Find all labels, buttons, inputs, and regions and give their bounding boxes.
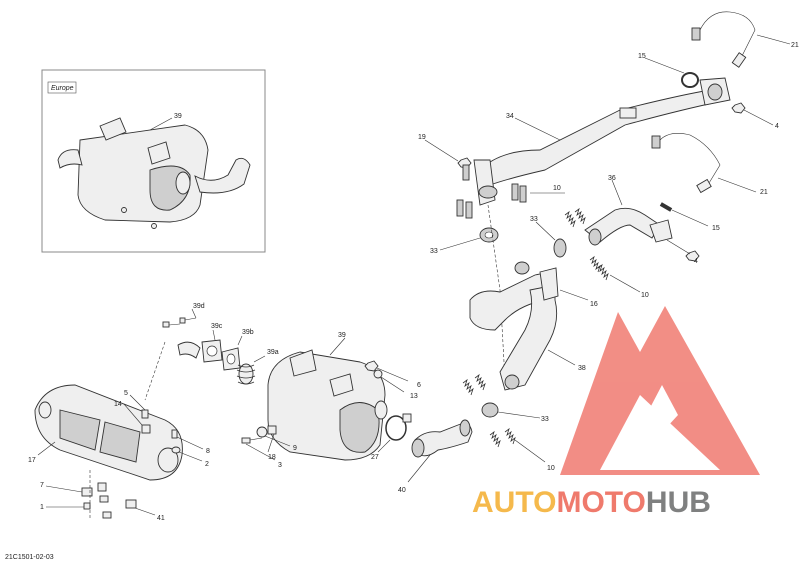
pipe-36: 36	[584, 175, 673, 246]
callout-39-inset: 39	[174, 113, 182, 120]
callout-17: 17	[28, 457, 36, 464]
nut-upper-right: 4	[731, 102, 779, 130]
bolt-39d: 39d	[162, 303, 205, 328]
callout-36: 36	[608, 175, 616, 182]
pipe-38-assembly: 16 38	[469, 261, 598, 391]
spring-coil-39a: 39a	[236, 349, 279, 385]
callout-16: 16	[590, 301, 598, 308]
bolt-3: 3	[241, 437, 282, 469]
inset-muffler	[57, 117, 251, 229]
washer-13: 13	[373, 369, 418, 400]
callout-13: 13	[410, 393, 418, 400]
callout-4-upper: 4	[775, 123, 779, 130]
nut-19: 19	[418, 134, 472, 169]
callout-7: 7	[40, 482, 44, 489]
gasket-33-upper: 33	[430, 227, 499, 255]
callout-38: 38	[578, 365, 586, 372]
nut-6: 6	[364, 360, 421, 389]
watermark-moto: MOTO	[556, 486, 645, 519]
assembly-centerline	[487, 204, 506, 381]
header-pipe: 34	[473, 77, 731, 206]
washer-2: 2	[171, 446, 209, 468]
callout-15-lower: 15	[712, 225, 720, 232]
bolt-1: 1	[40, 502, 91, 511]
bracket-41: 41	[97, 482, 165, 522]
callout-39: 39	[338, 332, 346, 339]
callout-4-lower: 4	[694, 258, 698, 265]
watermark-logo	[560, 306, 760, 475]
watermark-auto: AUTO	[472, 486, 556, 519]
callout-33-left: 33	[430, 248, 438, 255]
pipe-40: 40	[398, 419, 473, 494]
callout-40: 40	[398, 487, 406, 494]
muffler-39: 39	[267, 332, 388, 461]
heat-shield-17: 17	[28, 384, 183, 481]
nut-4-lower: 4	[666, 239, 700, 265]
oxygen-sensor-upper: 21	[691, 11, 799, 68]
clamp-27: 27	[371, 413, 412, 461]
bolt-8: 8	[171, 429, 210, 455]
springs-right-low: 10	[462, 373, 555, 472]
callout-3: 3	[278, 462, 282, 469]
springs-upper: 10	[456, 164, 565, 219]
callout-39b: 39b	[242, 329, 254, 336]
callout-9: 9	[293, 445, 297, 452]
springs-right-mid: 10	[564, 207, 649, 299]
callout-39d: 39d	[193, 303, 205, 310]
callout-1: 1	[40, 504, 44, 511]
logo-inner-mark	[628, 385, 678, 450]
callout-39c: 39c	[211, 323, 223, 330]
callout-18: 18	[268, 454, 276, 461]
gasket-33-low: 33	[481, 402, 549, 423]
diagram-reference-code: 21C1501-02-03	[5, 554, 54, 561]
callout-14: 14	[114, 401, 122, 408]
callout-5: 5	[124, 390, 128, 397]
callout-2: 2	[205, 461, 209, 468]
callout-21-upper: 21	[791, 42, 799, 49]
gasket-ring-upper: 15	[638, 53, 699, 88]
callout-33-mid: 33	[530, 216, 538, 223]
callout-27: 27	[371, 454, 379, 461]
gasket-33-mid: 33	[530, 216, 567, 258]
flange-39c: 39c	[177, 323, 223, 363]
inset-region-tag-box	[47, 81, 77, 94]
callout-39a: 39a	[267, 349, 279, 356]
callout-21-lower: 21	[760, 189, 768, 196]
bolt-5: 5	[124, 390, 149, 419]
bolt-axis-left	[144, 341, 166, 401]
callout-19: 19	[418, 134, 426, 141]
callout-10-mid: 10	[641, 292, 649, 299]
gasket-15-lower: 15	[659, 202, 720, 232]
callout-8: 8	[206, 448, 210, 455]
watermark-brand: AUTOMOTOHUB	[472, 486, 711, 519]
callout-10-low: 10	[547, 465, 555, 472]
inset-region-tag: Europe	[51, 85, 74, 92]
gasket-39b: 39b	[221, 329, 254, 371]
callout-10-upper: 10	[553, 185, 561, 192]
callout-33-low: 33	[541, 416, 549, 423]
spacer-14: 14	[114, 401, 151, 434]
grommet-7: 7	[40, 482, 93, 497]
callout-34: 34	[506, 113, 514, 120]
spacer-18: 18	[267, 425, 277, 461]
callout-15-upper: 15	[638, 53, 646, 60]
watermark-hub: HUB	[646, 486, 711, 519]
callout-6: 6	[417, 382, 421, 389]
washer-9: 9	[256, 426, 297, 452]
oxygen-sensor-lower: 21	[651, 133, 768, 196]
inset-panel: Europe 39	[41, 69, 266, 253]
callout-41: 41	[157, 515, 165, 522]
